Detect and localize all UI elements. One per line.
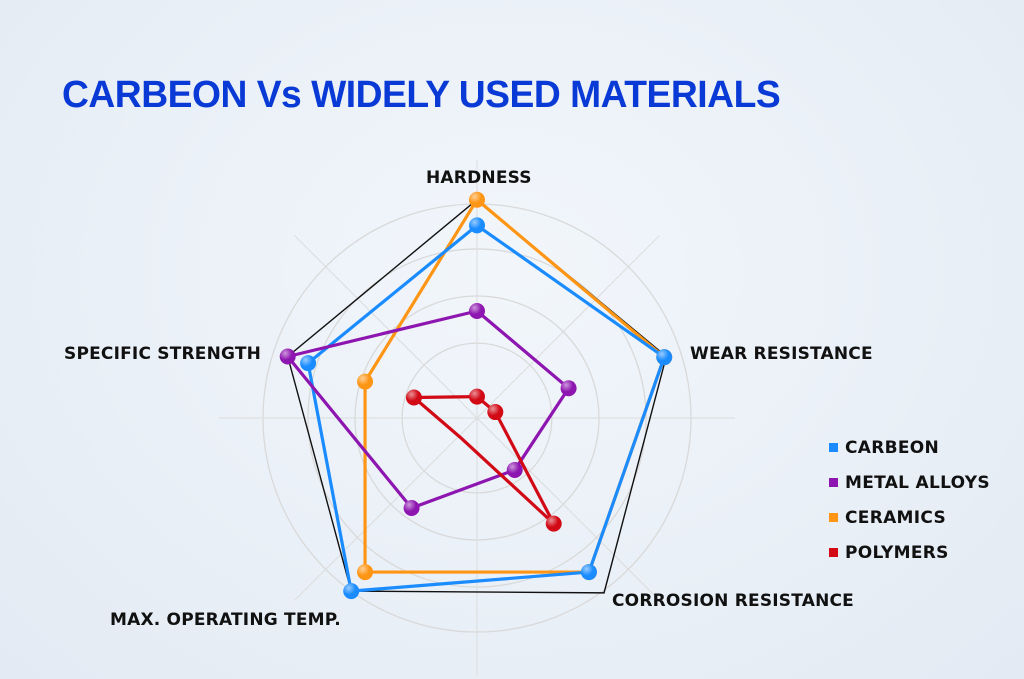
legend-swatch-polymers [829, 548, 838, 557]
grid-spoke [294, 417, 478, 601]
axis-label-specific-strength: SPECIFIC STRENGTH [64, 344, 262, 364]
data-point-highlight [279, 348, 296, 365]
axis-label-hardness: HARDNESS [426, 168, 532, 188]
radar-series [279, 191, 673, 600]
legend: CARBEON METAL ALLOYS CERAMICS POLYMERS [829, 430, 990, 570]
legend-item-ceramics: CERAMICS [829, 500, 990, 535]
data-point-highlight [656, 349, 673, 366]
data-point-highlight [405, 389, 422, 406]
data-point-highlight [545, 515, 562, 532]
legend-item-polymers: POLYMERS [829, 535, 990, 570]
axis-label-max-operating-temp: MAX. OPERATING TEMP. [110, 610, 341, 630]
data-point-highlight [469, 217, 485, 234]
data-point-highlight [487, 404, 504, 421]
data-point-highlight [580, 564, 597, 581]
data-point-highlight [469, 388, 485, 405]
series-line [363, 198, 666, 574]
legend-label: POLYMERS [845, 542, 949, 563]
chart-title: CARBEON Vs WIDELY USED MATERIALS [62, 74, 781, 116]
data-point-highlight [300, 355, 317, 372]
legend-swatch-carbeon [829, 443, 838, 452]
legend-label: METAL ALLOYS [845, 472, 990, 493]
series-polymers [405, 388, 562, 532]
radar-grid [219, 160, 735, 676]
legend-label: CARBEON [845, 437, 940, 458]
series-metal-alloys [279, 303, 577, 517]
data-point-highlight [357, 373, 374, 390]
grid-spoke [476, 235, 660, 419]
series-line [306, 223, 666, 593]
data-point-highlight [469, 191, 485, 208]
legend-item-metal-alloys: METAL ALLOYS [829, 465, 990, 500]
legend-label: CERAMICS [845, 507, 947, 528]
data-point-highlight [403, 500, 420, 517]
axis-label-wear-resistance: WEAR RESISTANCE [690, 344, 873, 364]
data-point-highlight [560, 380, 577, 397]
series-carbeon [300, 217, 673, 600]
axis-label-corrosion-resistance: CORROSION RESISTANCE [612, 591, 854, 611]
data-point-highlight [506, 461, 523, 478]
data-point-highlight [343, 583, 360, 600]
legend-swatch-metal-alloys [829, 478, 838, 487]
series-line [286, 309, 571, 510]
data-point-highlight [469, 303, 485, 319]
grid-spoke [476, 417, 660, 601]
legend-swatch-ceramics [829, 513, 838, 522]
data-point-highlight [357, 564, 374, 581]
legend-item-carbeon: CARBEON [829, 430, 990, 465]
grid-spoke [294, 235, 478, 419]
